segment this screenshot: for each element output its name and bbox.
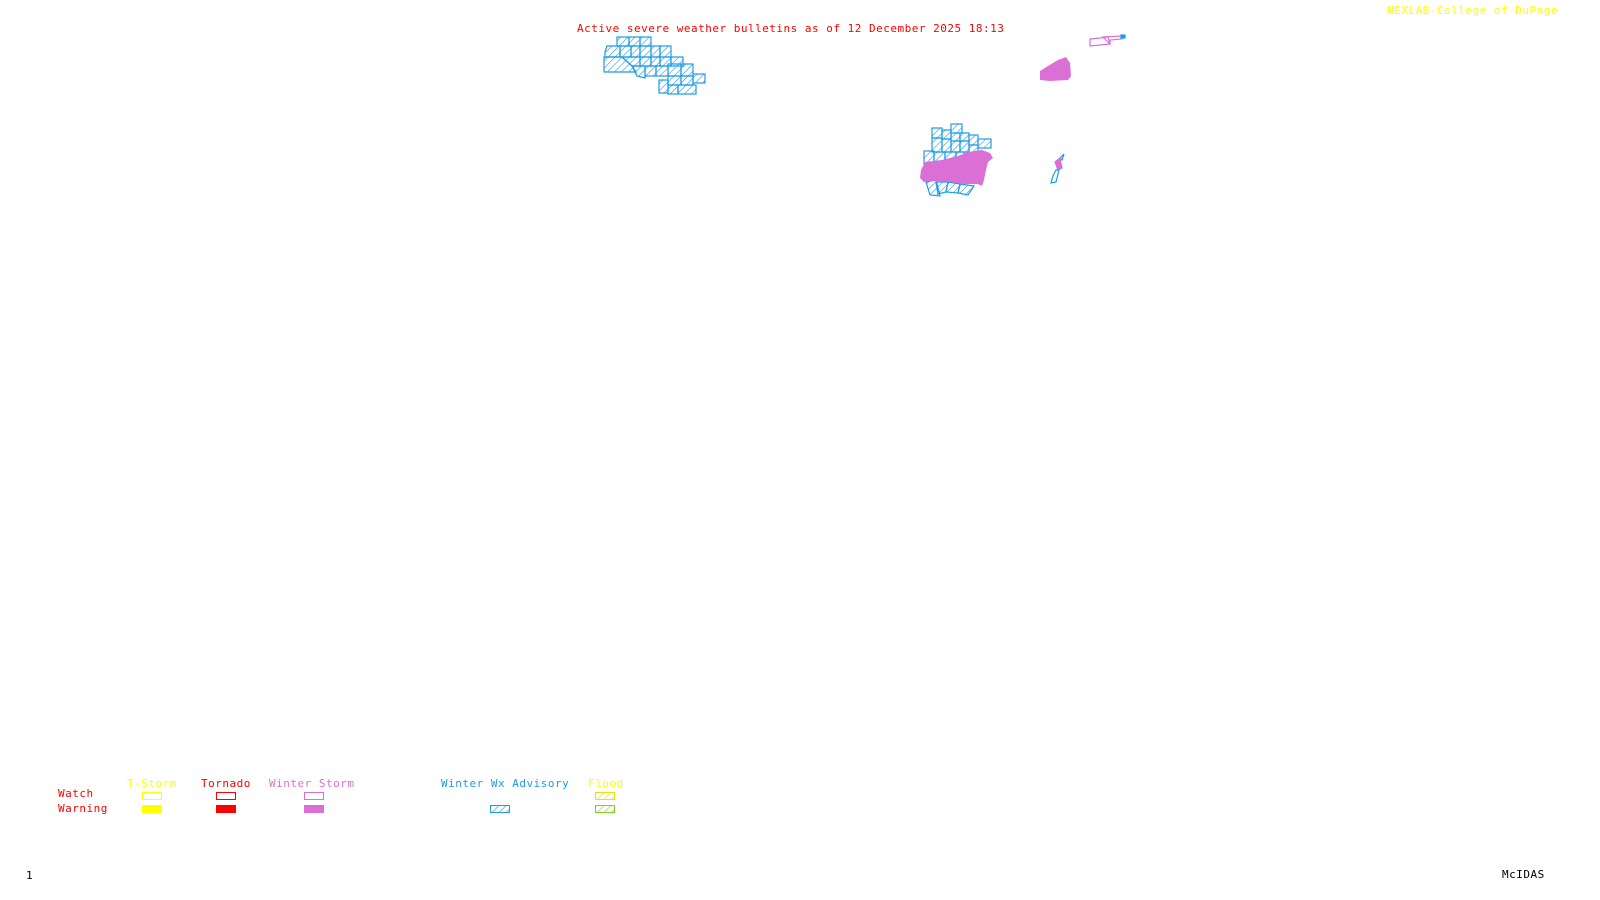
credit-label: NEXLAB-College of DuPage [1387, 4, 1558, 17]
legend-row-watch: Watch [58, 787, 94, 800]
legend-swatch-winter-storm-warning [304, 805, 324, 813]
advisory-cluster-central [923, 123, 992, 197]
legend-label-winter-storm: Winter Storm [269, 777, 355, 790]
software-label: McIDAS [1502, 868, 1545, 881]
legend-label-tstorm: T-Storm [127, 777, 177, 790]
winter-storm-warning-northeast [1040, 57, 1071, 81]
winter-storm-warning-central [920, 150, 993, 186]
legend-swatch-tornado-watch [216, 792, 236, 800]
frame-number: 1 [26, 869, 34, 882]
legend-swatch-winter-storm-watch [304, 792, 324, 800]
map-title: Active severe weather bulletins as of 12… [577, 22, 1005, 35]
legend-row-warning: Warning [58, 802, 108, 815]
legend-swatch-flood-warning [595, 805, 615, 813]
legend-label-tornado: Tornado [201, 777, 251, 790]
legend-swatch-tornado-warning [216, 805, 236, 813]
legend-swatch-flood-watch [595, 792, 615, 800]
advisory-strip-east [1050, 153, 1065, 184]
legend-swatch-winter-wx-advisory [490, 805, 510, 813]
winter-storm-watch-northeast [1089, 34, 1126, 47]
legend-swatch-tstorm-watch [142, 792, 162, 800]
legend-swatch-tstorm-warning [142, 805, 162, 813]
legend-label-flood: Flood [588, 777, 624, 790]
advisory-cluster-northwest [603, 36, 706, 95]
legend-label-winter-wx-advisory: Winter Wx Advisory [441, 777, 570, 790]
